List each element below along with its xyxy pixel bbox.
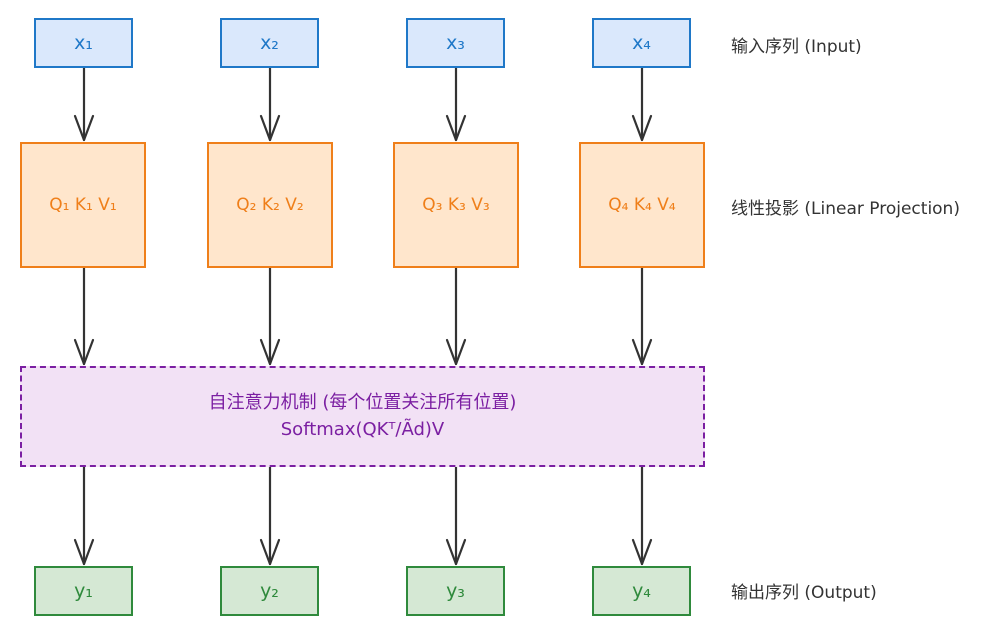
arrow-projection-to-attention-1 bbox=[73, 266, 95, 366]
output-box-4: y₄ bbox=[592, 566, 691, 616]
input-box-4: x₄ bbox=[592, 18, 691, 68]
input-box-2: x₂ bbox=[220, 18, 319, 68]
arrow-projection-to-attention-2 bbox=[259, 266, 281, 366]
projection-box-3: Q₃ K₃ V₃ bbox=[393, 142, 519, 268]
projection-box-1: Q₁ K₁ V₁ bbox=[20, 142, 146, 268]
projection-box-2: Q₂ K₂ V₂ bbox=[207, 142, 333, 268]
arrow-input-to-projection-2 bbox=[259, 66, 281, 142]
arrow-attention-to-output-3 bbox=[445, 465, 467, 566]
input-box-3: x₃ bbox=[406, 18, 505, 68]
input-box-1: x₁ bbox=[34, 18, 133, 68]
arrow-input-to-projection-3 bbox=[445, 66, 467, 142]
output-box-2: y₂ bbox=[220, 566, 319, 616]
arrow-attention-to-output-1 bbox=[73, 465, 95, 566]
arrow-projection-to-attention-4 bbox=[631, 266, 653, 366]
arrow-attention-to-output-2 bbox=[259, 465, 281, 566]
output-box-1: y₁ bbox=[34, 566, 133, 616]
arrow-input-to-projection-1 bbox=[73, 66, 95, 142]
attention-block: 自注意力机制 (每个位置关注所有位置) Softmax(QKᵀ/Ãd)V bbox=[20, 366, 705, 467]
input-row-label: 输入序列 (Input) bbox=[731, 37, 862, 57]
attention-formula: Softmax(QKᵀ/Ãd)V bbox=[280, 418, 445, 440]
arrow-input-to-projection-4 bbox=[631, 66, 653, 142]
attention-title: 自注意力机制 (每个位置关注所有位置) bbox=[208, 392, 517, 414]
output-box-3: y₃ bbox=[406, 566, 505, 616]
projection-box-4: Q₄ K₄ V₄ bbox=[579, 142, 705, 268]
projection-row-label: 线性投影 (Linear Projection) bbox=[731, 199, 960, 219]
arrow-projection-to-attention-3 bbox=[445, 266, 467, 366]
output-row-label: 输出序列 (Output) bbox=[731, 583, 877, 603]
arrow-attention-to-output-4 bbox=[631, 465, 653, 566]
